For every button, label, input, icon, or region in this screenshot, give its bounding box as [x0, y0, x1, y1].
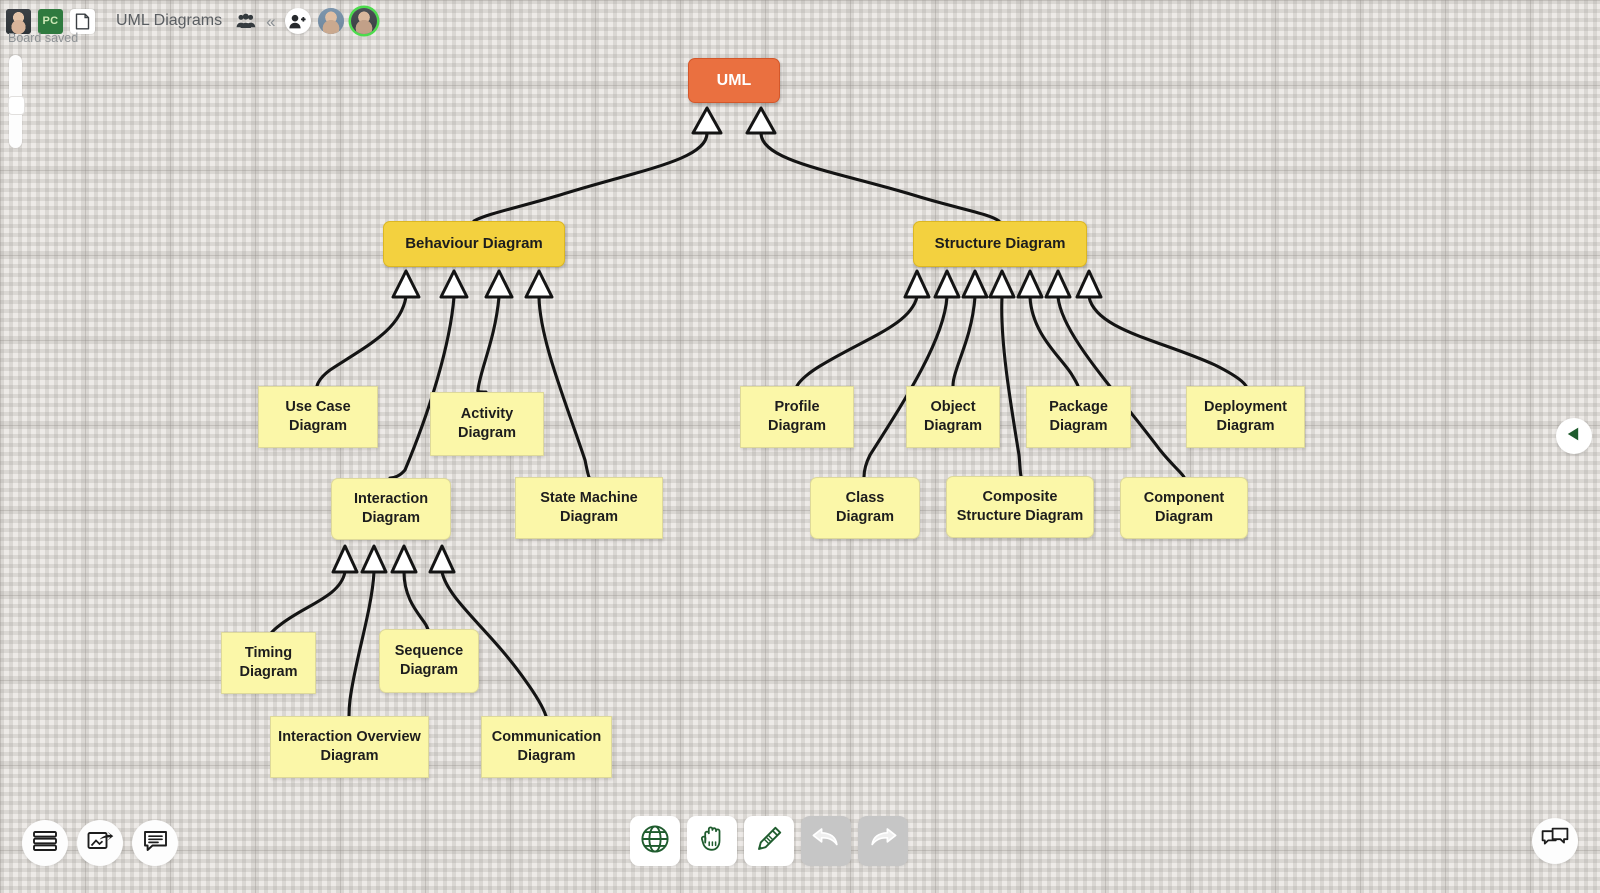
members-group-icon[interactable] [235, 10, 257, 32]
diagram-node-deployment[interactable]: Deployment Diagram [1186, 386, 1305, 448]
diagram-node-sequence[interactable]: Sequence Diagram [379, 629, 479, 693]
globe-icon [640, 824, 670, 859]
diagram-node-label: Interaction Overview Diagram [278, 728, 421, 764]
diagram-node-label: Class Diagram [835, 489, 895, 525]
diagram-node-structure[interactable]: Structure Diagram [913, 221, 1087, 267]
diagram-node-statemach[interactable]: State Machine Diagram [515, 477, 663, 539]
diagram-node-label: Communication Diagram [491, 728, 602, 764]
diagram-node-uml[interactable]: UML [688, 58, 780, 103]
diagram-node-label: Package Diagram [1049, 398, 1108, 434]
diagram-node-label: UML [716, 71, 752, 89]
diagram-node-interovw[interactable]: Interaction Overview Diagram [270, 716, 429, 778]
diagram-node-label: Object Diagram [923, 398, 983, 434]
diagram-node-behaviour[interactable]: Behaviour Diagram [383, 221, 565, 267]
chat-bubbles-icon [1541, 827, 1569, 855]
diagram-node-label: Use Case Diagram [285, 398, 351, 434]
diagram-node-object[interactable]: Object Diagram [906, 386, 1000, 448]
diagram-node-label: Component Diagram [1143, 489, 1225, 525]
diagram-node-composite[interactable]: Composite Structure Diagram [946, 476, 1094, 538]
diagram-node-timing[interactable]: Timing Diagram [221, 632, 316, 694]
diagram-node-usecase[interactable]: Use Case Diagram [258, 386, 378, 448]
add-person-icon[interactable] [284, 8, 311, 34]
collaborator-avatar-active[interactable] [350, 8, 377, 34]
draw-tool[interactable] [744, 816, 794, 866]
diagram-node-activity[interactable]: Activity Diagram [430, 392, 544, 456]
diagram-node-label: Interaction Diagram [353, 490, 429, 526]
comment-lines-icon [143, 830, 168, 857]
diagram-node-label: State Machine Diagram [540, 489, 638, 525]
export-image-button[interactable] [77, 820, 123, 866]
diagram-node-package[interactable]: Package Diagram [1026, 386, 1131, 448]
zoom-slider-thumb[interactable] [8, 96, 25, 115]
page-icon[interactable] [70, 8, 95, 34]
chat-button-inner[interactable] [1532, 818, 1578, 864]
undo-button[interactable] [801, 816, 851, 866]
undo-arrow-icon [811, 826, 841, 857]
diagram-node-label: Activity Diagram [457, 405, 517, 441]
diagram-node-label: Timing Diagram [239, 644, 298, 680]
diagram-node-component[interactable]: Component Diagram [1120, 477, 1248, 539]
share-image-icon [87, 830, 114, 857]
diagram-node-class[interactable]: Class Diagram [810, 477, 920, 539]
board-status: Board saved [8, 31, 79, 45]
redo-button[interactable] [858, 816, 908, 866]
diagram-node-interaction[interactable]: Interaction Diagram [331, 478, 451, 540]
collaborator-avatar[interactable] [317, 8, 344, 34]
globe-tool[interactable] [630, 816, 680, 866]
diagram-node-label: Composite Structure Diagram [956, 488, 1084, 524]
right-panel-toggle[interactable] [1556, 418, 1592, 454]
board-list-button[interactable] [22, 820, 68, 866]
diagram-node-label: Profile Diagram [767, 398, 827, 434]
diagram-node-label: Sequence Diagram [394, 642, 464, 678]
triangle-left-icon [1565, 425, 1583, 448]
diagram-node-comm[interactable]: Communication Diagram [481, 716, 612, 778]
zoom-slider[interactable] [8, 55, 25, 148]
project-badge[interactable]: PC [38, 8, 63, 34]
page-title[interactable]: UML Diagrams [116, 12, 223, 29]
pencil-icon [754, 824, 784, 859]
chat-button[interactable] [1532, 818, 1578, 864]
diagram-node-profile[interactable]: Profile Diagram [740, 386, 854, 448]
collapse-members-icon[interactable]: « [266, 11, 276, 31]
bottom-left-toolbar [22, 820, 178, 866]
hand-icon [697, 824, 727, 859]
redo-arrow-icon [868, 826, 898, 857]
top-bar: PC UML Diagrams « [0, 0, 377, 38]
owner-avatar[interactable] [6, 8, 31, 34]
comments-button[interactable] [132, 820, 178, 866]
diagram-node-label: Deployment Diagram [1204, 398, 1287, 434]
list-lines-icon [32, 830, 58, 857]
diagram-node-label: Structure Diagram [934, 235, 1066, 253]
pan-tool[interactable] [687, 816, 737, 866]
diagram-node-label: Behaviour Diagram [405, 235, 543, 253]
bottom-center-toolbar [630, 816, 908, 866]
